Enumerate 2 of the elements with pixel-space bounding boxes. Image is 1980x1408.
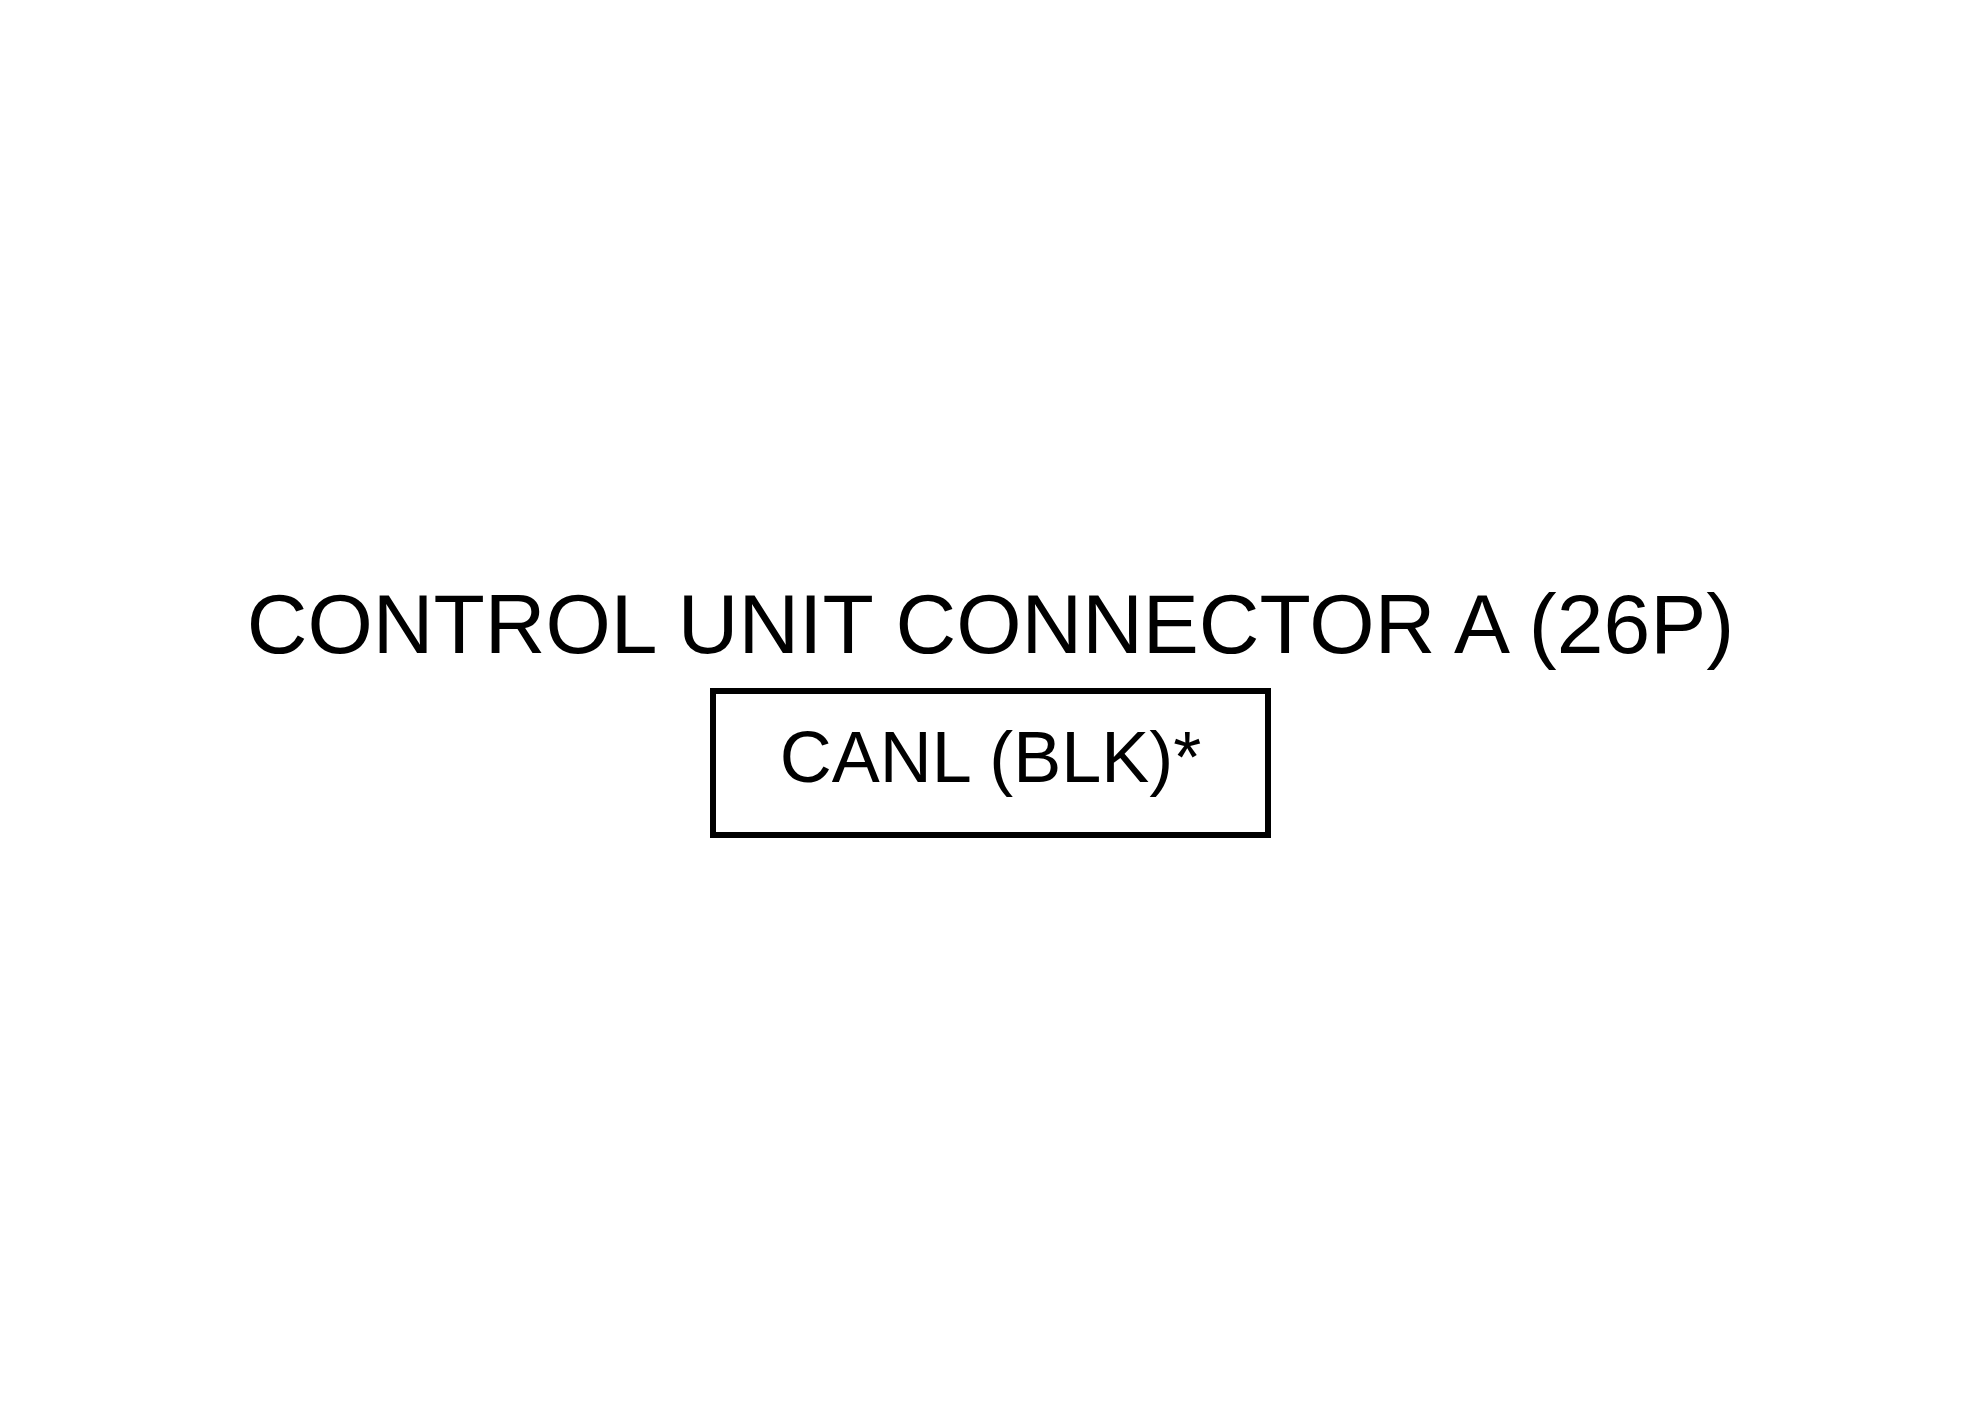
diagram-title: CONTROL UNIT CONNECTOR A (26P) — [246, 576, 1734, 671]
node-box: CANL (BLK)* — [709, 687, 1271, 838]
